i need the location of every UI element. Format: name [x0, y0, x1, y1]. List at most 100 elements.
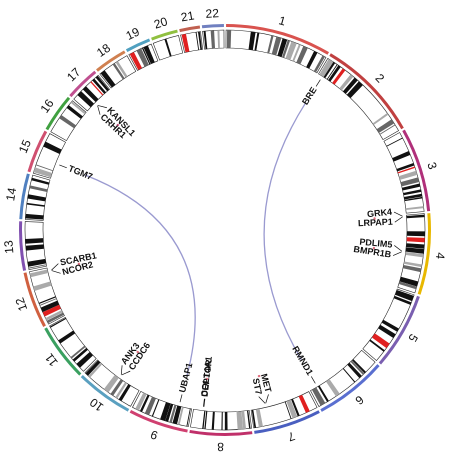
- cytoband: [406, 214, 425, 219]
- cytoband: [139, 394, 150, 412]
- gene-leader: [97, 105, 101, 115]
- chromosome-label: 22: [205, 6, 219, 21]
- chromosome-label: 7: [286, 429, 297, 444]
- chromosome-label: 16: [38, 96, 57, 115]
- cytoband: [221, 411, 223, 430]
- cytoband: [226, 30, 232, 49]
- cytoband: [103, 374, 119, 393]
- cytoband: [204, 411, 208, 430]
- cytoband: [136, 48, 149, 67]
- cytoband: [350, 360, 365, 375]
- chromosome-label: 9: [148, 427, 159, 443]
- gene-leader: [265, 394, 269, 404]
- gene-leader: [59, 164, 67, 169]
- chromosome-color-arc: [189, 429, 253, 436]
- gene-leader: [51, 263, 59, 271]
- gene-label-st7: ST7: [251, 377, 264, 395]
- gene-leader: [315, 79, 321, 87]
- cytoband: [70, 345, 86, 359]
- cytoband: [313, 55, 325, 73]
- gene-label-pdlim5: PDLIM5: [359, 237, 393, 250]
- cytoband: [26, 202, 45, 207]
- cytoband: [100, 70, 116, 88]
- cytoband: [392, 151, 411, 162]
- cytoband: [406, 231, 425, 237]
- chromosome-label: 20: [152, 14, 169, 31]
- chromosome-label: 4: [433, 252, 448, 261]
- chromosome-18: [96, 50, 137, 89]
- chromosome-color-arc: [179, 25, 201, 33]
- chromosome-17: [69, 70, 111, 112]
- cytoband: [29, 269, 49, 278]
- gene-leader: [120, 365, 123, 375]
- chromosome-color-arc: [27, 130, 48, 173]
- gene-leader: [393, 211, 403, 217]
- cytoband: [224, 411, 228, 430]
- cytoband: [72, 347, 88, 362]
- gene-leader: [179, 394, 183, 403]
- chromosome-color-arc: [417, 213, 432, 295]
- chromosome-1: [225, 24, 330, 74]
- cytoband: [28, 264, 47, 269]
- chromosome-label: 1: [277, 13, 287, 28]
- cytoband: [311, 387, 326, 406]
- link-bre-rmnd1: [263, 102, 307, 360]
- cytoband: [323, 61, 336, 79]
- cytoband: [406, 243, 425, 249]
- cytoband: [404, 196, 423, 202]
- cytoband: [88, 362, 103, 378]
- cytoband: [402, 183, 421, 191]
- cytoband: [42, 304, 61, 317]
- chromosome-color-arc: [23, 272, 46, 327]
- cytoband: [129, 51, 143, 70]
- chromosome-21: [179, 25, 203, 53]
- chromosome-2: [318, 53, 404, 141]
- cytoband: [277, 38, 288, 58]
- cytoband: [77, 91, 95, 108]
- chromosome-color-arc: [80, 374, 130, 412]
- chromosome-label: 15: [16, 137, 34, 155]
- cytoband: [217, 30, 220, 49]
- chromosome-color-arc: [151, 29, 178, 41]
- cytoband: [254, 32, 260, 51]
- cytoband: [151, 399, 160, 417]
- cytoband: [115, 61, 128, 78]
- cytoband: [352, 359, 367, 374]
- chromosome-label: 5: [405, 332, 421, 345]
- cytoband: [110, 379, 124, 396]
- cytoband: [92, 78, 107, 94]
- cytoband: [376, 119, 395, 133]
- cytoband: [396, 162, 415, 172]
- cytoband: [211, 411, 215, 430]
- cytoband: [169, 404, 177, 423]
- chromosome-color-arc: [19, 221, 27, 271]
- chromosome-label: 8: [217, 440, 224, 454]
- cytoband: [378, 324, 396, 339]
- cytoband: [95, 75, 110, 92]
- chromosome-22: [201, 24, 225, 50]
- gene-label-deptor: DEPTOR: [200, 359, 214, 398]
- cytoband: [285, 41, 297, 61]
- cytoband: [306, 50, 318, 69]
- link-tgm7-ubap1: [84, 174, 196, 376]
- cytoband: [70, 101, 86, 115]
- cytoband: [398, 170, 418, 180]
- cytoband: [403, 193, 423, 200]
- cytoband: [82, 86, 99, 103]
- cytoband: [379, 124, 396, 135]
- cytoband: [195, 32, 200, 50]
- chromosome-3: [383, 129, 431, 214]
- gene-leader: [394, 216, 403, 223]
- chromosome-color-arc: [44, 327, 82, 376]
- chromosome-15: [27, 130, 66, 179]
- cytoband: [45, 310, 63, 321]
- chromosome-19: [125, 38, 159, 71]
- cytoband: [160, 402, 171, 421]
- cytoband: [319, 58, 334, 78]
- cytoband: [27, 194, 46, 202]
- cytoband: [399, 276, 419, 287]
- cytoband: [203, 30, 208, 50]
- cytoband: [33, 167, 53, 178]
